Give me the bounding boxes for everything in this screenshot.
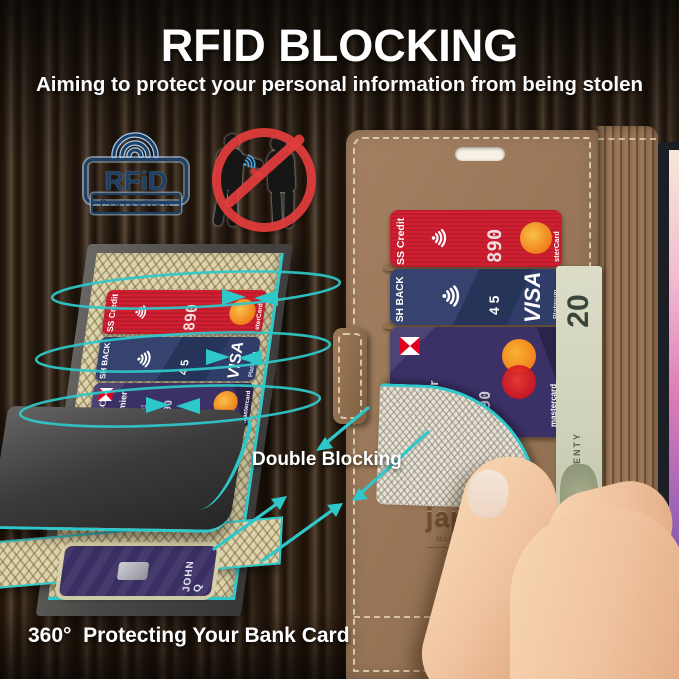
wifi-icon	[137, 350, 151, 368]
prohibition-ring	[212, 128, 316, 232]
slot-edge	[384, 322, 568, 329]
card-brand-text: sterCard	[552, 231, 561, 262]
page-title: RFID BLOCKING	[160, 20, 519, 71]
card-label: SH BACK	[98, 342, 113, 379]
slot-edge	[384, 264, 568, 271]
bill-denomination: 20	[562, 294, 595, 328]
phone-screen	[669, 150, 679, 602]
cardholder-name: JOHN Q	[181, 560, 205, 592]
rfid-protection-badge: RFiD Protection	[82, 132, 188, 214]
mastercard-logo	[227, 299, 258, 325]
visa-logo: VISA	[225, 341, 248, 379]
rfid-badge-label: RFiD	[104, 165, 168, 196]
card-label: SH BACK	[395, 276, 406, 322]
wifi-signal-icon	[111, 132, 159, 159]
card-slot-visa: SH BACK 4 5 VISA Platinum	[390, 269, 562, 325]
wifi-icon	[442, 285, 460, 307]
card-number: 890	[179, 303, 202, 331]
card-label: SS Credit	[395, 217, 407, 265]
closure-slot	[455, 147, 505, 161]
protection-label-box: Protection	[91, 193, 181, 214]
card-number: 4 5	[486, 295, 502, 315]
palm	[510, 508, 679, 679]
hsbc-logo	[400, 337, 420, 355]
hidden-card: JOHN Q	[58, 546, 218, 596]
mastercard-logo	[520, 222, 552, 254]
double-blocking-label: Double Blocking	[252, 449, 402, 470]
card-slot-red: SS Credit 890 sterCard	[390, 210, 562, 267]
page-subtitle: Aiming to protect your personal informat…	[35, 73, 644, 96]
protection-label: Protection	[100, 198, 172, 209]
mastercard-circle-red	[502, 365, 536, 399]
card-label: SS Credit	[104, 293, 121, 332]
card-number: 890	[484, 228, 506, 263]
card-number: 4 5	[177, 359, 192, 375]
bottom-caption: 360° Protecting Your Bank Card	[28, 624, 350, 647]
diagram-card-visa: SH BACK 4 5 VISA Platinum	[94, 337, 261, 381]
diagram-card-red: SS Credit 890 sterCard	[101, 290, 268, 334]
contactless-icon	[431, 228, 447, 248]
magnetic-strap	[333, 328, 367, 424]
visa-logo: VISA	[520, 271, 545, 323]
privacy-flap	[0, 405, 248, 534]
rfid-badge-frame: RFiD	[84, 158, 188, 204]
card-chip	[116, 562, 150, 580]
contactless-icon	[135, 305, 147, 319]
anti-theft-sign	[204, 124, 316, 232]
wallet-case-photo: SS Credit 890 sterCard SH BACK 4 5	[330, 118, 679, 679]
hsbc-logo	[97, 388, 114, 401]
